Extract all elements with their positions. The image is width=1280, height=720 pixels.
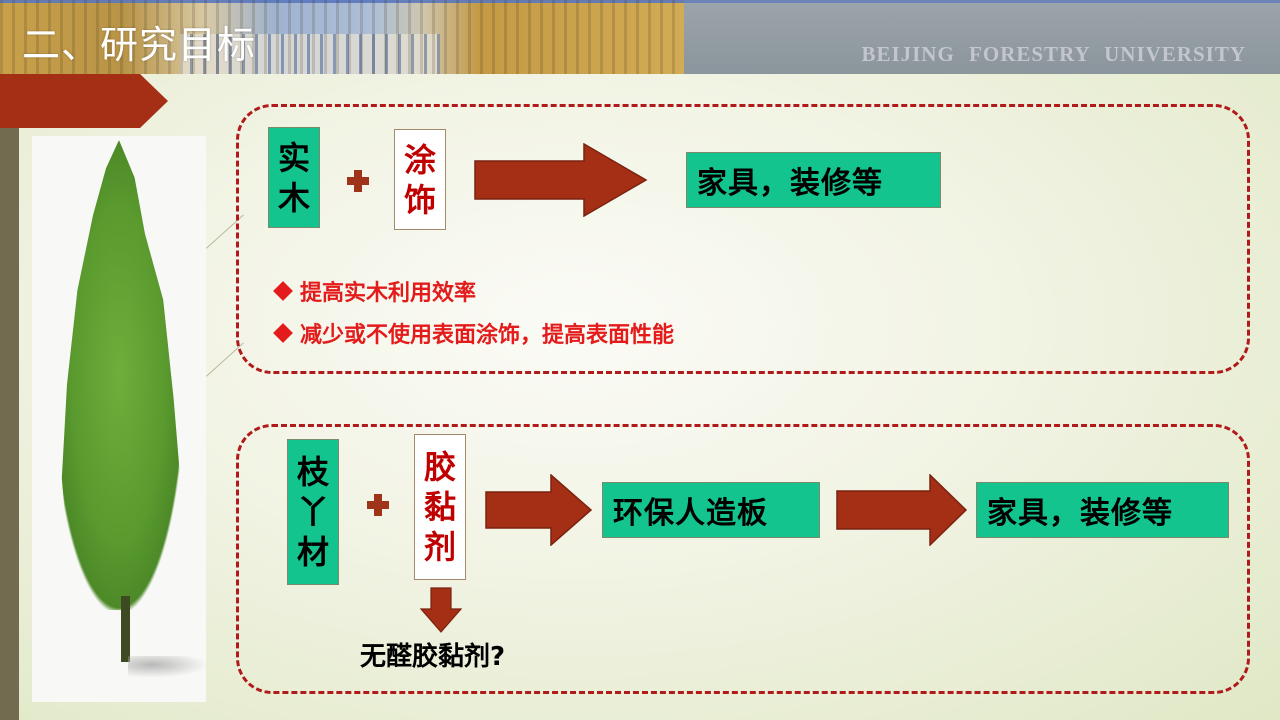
benefit-text: 提高实木利用效率 bbox=[300, 281, 477, 306]
left-bar-decoration bbox=[0, 128, 19, 720]
branch-wood-group bbox=[236, 424, 1250, 694]
university-name: BEIJING FORESTRY UNIVERSITY bbox=[861, 42, 1246, 66]
solid-wood-group bbox=[236, 104, 1250, 374]
tree-shadow bbox=[128, 656, 206, 678]
page-title: 二、研究目标 bbox=[22, 23, 257, 67]
material-char: 枝 bbox=[296, 453, 329, 491]
diamond-bullet-icon bbox=[273, 281, 293, 301]
additive-box-coating: 涂 饰 bbox=[394, 129, 446, 230]
arrow-right-icon bbox=[474, 143, 648, 217]
additive-char: 剂 bbox=[423, 528, 456, 566]
tree-trunk bbox=[121, 596, 130, 662]
formaldehyde-free-question: 无醛胶黏剂? bbox=[360, 642, 506, 672]
benefit-item: 提高实木利用效率 bbox=[272, 270, 674, 312]
material-box-branch-wood: 枝 丫 材 bbox=[287, 439, 339, 585]
intermediate-box-eco-board: 环保人造板 bbox=[602, 482, 820, 538]
header-gray-panel bbox=[684, 0, 1280, 74]
tree-icon bbox=[61, 140, 182, 610]
arrow-right-icon bbox=[485, 474, 593, 546]
arrow-down-icon bbox=[420, 587, 462, 633]
red-tab-decoration bbox=[0, 74, 168, 128]
tree-image bbox=[32, 136, 206, 702]
material-box-solid-wood: 实 木 bbox=[268, 127, 320, 228]
plus-icon bbox=[367, 494, 389, 516]
diamond-bullet-icon bbox=[273, 323, 293, 343]
additive-char: 黏 bbox=[423, 488, 456, 526]
header-banner: 二、研究目标 BEIJING FORESTRY UNIVERSITY bbox=[0, 0, 1280, 74]
benefit-item: 减少或不使用表面涂饰，提高表面性能 bbox=[272, 312, 674, 354]
material-char: 木 bbox=[277, 178, 310, 217]
additive-char: 饰 bbox=[403, 180, 436, 219]
result-box-furniture: 家具，装修等 bbox=[976, 482, 1229, 538]
plus-icon bbox=[347, 170, 369, 192]
campus-photo bbox=[0, 0, 684, 74]
benefit-list: 提高实木利用效率 减少或不使用表面涂饰，提高表面性能 bbox=[272, 270, 674, 354]
material-char: 实 bbox=[277, 138, 310, 177]
arrow-right-icon bbox=[836, 474, 968, 546]
additive-char: 涂 bbox=[403, 140, 436, 179]
material-char: 丫 bbox=[296, 493, 329, 531]
additive-box-adhesive: 胶 黏 剂 bbox=[414, 434, 466, 580]
additive-char: 胶 bbox=[423, 448, 456, 486]
benefit-text: 减少或不使用表面涂饰，提高表面性能 bbox=[300, 323, 675, 348]
material-char: 材 bbox=[296, 533, 329, 571]
result-box-furniture: 家具，装修等 bbox=[686, 152, 941, 208]
